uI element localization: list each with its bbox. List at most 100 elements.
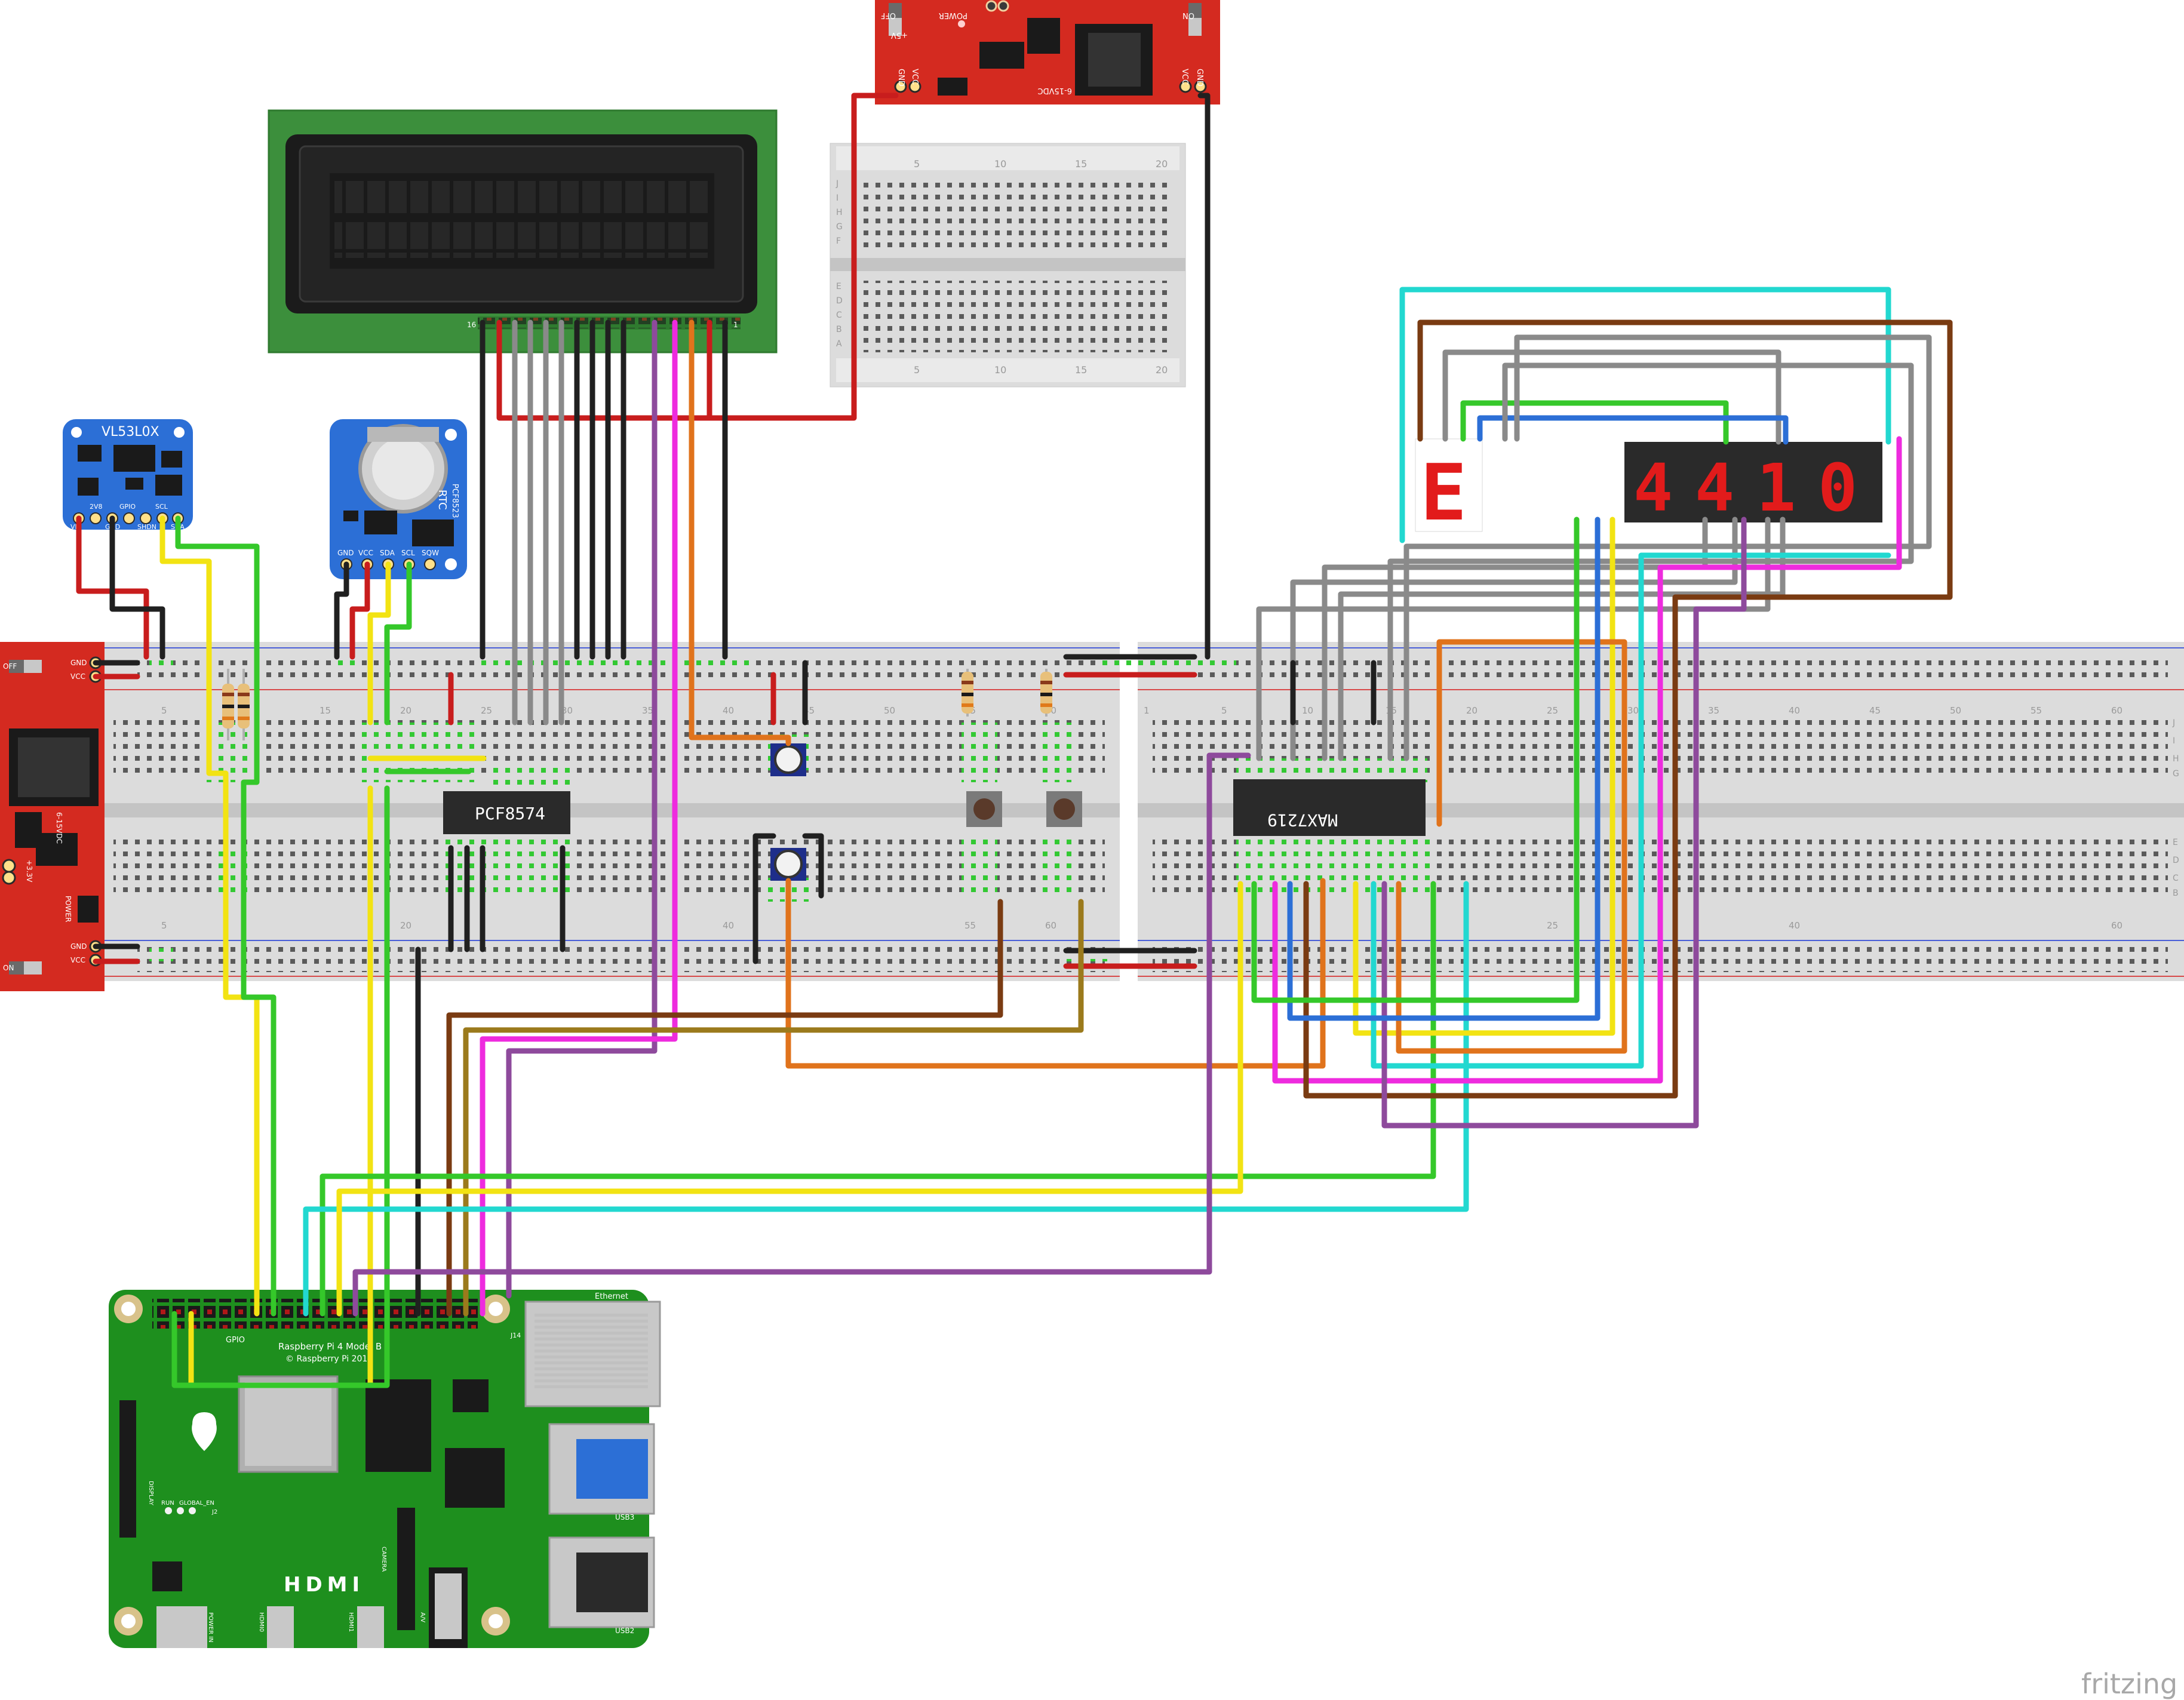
wire-yellow (367, 561, 391, 726)
main-bb-col-label: 5 (161, 920, 167, 931)
rpi-label: USB2 (615, 1627, 634, 1635)
main-bb-col-label: 55 (2031, 705, 2042, 716)
power-supply-top: +5V POWER 6-15VDC ON OFF GND VCC VCC GND (875, 0, 1220, 104)
power-supply-left: GND VCC 6-15VDC +3.3V POWER GND VCC OFF … (0, 642, 105, 991)
seven-segment-4digit: 4 4 1 0 (1624, 442, 1882, 526)
vl53l0x-sensor: VL53L0X VIN 2V8 GND GPIO SHDN SCL SDA (63, 419, 193, 531)
main-bb-col-label: 25 (1547, 705, 1558, 716)
seven-seg-digit: E (1420, 447, 1467, 538)
wire-red (349, 561, 370, 660)
push-button[interactable] (966, 791, 1002, 827)
small-bb-row-label: A (836, 339, 842, 349)
wires (76, 93, 1953, 1388)
seven-seg-digit: 1 (1756, 450, 1796, 526)
main-bb-col-label: 15 (320, 705, 331, 716)
psu-left-label: VCC (70, 672, 85, 681)
small-bb-row-label: B (836, 325, 842, 334)
resistor (238, 669, 250, 740)
wire-brown (1417, 319, 1953, 600)
wire-blue (1287, 517, 1601, 1021)
vl53-pin: GPIO (119, 503, 136, 511)
wire-blue (1477, 415, 1789, 445)
wire-cyan (1371, 552, 1891, 1069)
rpi-label: J2 (211, 1509, 217, 1515)
main-bb-col-label: 20 (400, 920, 411, 931)
rtc-pin: VCC (358, 549, 373, 557)
wire-brown (1303, 594, 1804, 1099)
main-bb-col-label: 50 (1950, 705, 1961, 716)
max7219-label: MAX7219 (1267, 810, 1338, 830)
main-bb-row-label: I (2173, 736, 2175, 746)
main-bb-col-label: 5 (161, 705, 167, 716)
main-bb-col-label: 40 (723, 920, 734, 931)
wire-purple (352, 752, 1251, 1317)
wire-black (109, 515, 165, 660)
wire-green (175, 515, 277, 1317)
small-bb-row-label: G (836, 222, 843, 232)
rpi-label: USB3 (615, 1513, 634, 1521)
rpi-label: HDMI (284, 1573, 364, 1597)
main-bb-col-label: 25 (481, 705, 492, 716)
potentiometer[interactable] (770, 848, 806, 881)
main-bb-col-label: 20 (400, 705, 411, 716)
resistor (222, 669, 234, 740)
main-bb-col-label: 35 (1708, 705, 1719, 716)
rpi-label: HDMI1 (348, 1612, 354, 1632)
wire-olive (463, 899, 1084, 1317)
wire-purple (1381, 517, 1747, 1129)
wire-magenta (1272, 436, 1902, 1084)
main-bb-col-label: 60 (2111, 705, 2122, 716)
small-bb-col-label: 5 (914, 364, 920, 376)
pcf8574-label: PCF8574 (475, 804, 545, 823)
rpi-copyright: © Raspberry Pi 2018 (285, 1354, 373, 1364)
main-bb-row-label: G (2173, 769, 2179, 779)
small-bb-row-label: I (836, 193, 838, 203)
main-bb-col-label: 45 (1869, 705, 1881, 716)
main-bb-col-label: 60 (2111, 920, 2122, 931)
psu-left-label: OFF (3, 662, 17, 671)
wire-green (1460, 400, 1729, 445)
main-bb-col-label: 35 (642, 705, 653, 716)
seven-seg-digit: 4 (1633, 450, 1673, 526)
psu-top-label: 6-15VDC (1038, 86, 1072, 95)
wire-black (802, 833, 824, 899)
small-bb-row-label: F (836, 236, 841, 246)
psu-top-label: ON (1182, 11, 1194, 20)
small-bb-col-label: 20 (1156, 364, 1168, 376)
lcd-pin-label: 16 (467, 321, 476, 329)
seven-segment-single: E (1415, 438, 1483, 538)
small-bb-row-label: C (836, 311, 842, 320)
lcd-pin-label: 1 (733, 321, 738, 329)
wire-gray (1256, 517, 1771, 761)
psu-top-label: POWER (939, 11, 967, 20)
psu-left-label: POWER (64, 896, 72, 922)
rtc-pin: SQW (422, 549, 439, 557)
vl53-pin: SCL (155, 503, 168, 511)
main-bb-row-label: C (2173, 874, 2179, 883)
main-bb-col-label: 25 (1547, 920, 1558, 931)
rpi-label: POWER IN (207, 1612, 214, 1643)
rpi-label: RUN (161, 1500, 174, 1507)
rpi-label: A/V (419, 1612, 426, 1622)
psu-top-label: GND (1195, 69, 1204, 87)
potentiometer[interactable] (770, 743, 806, 776)
wire-orange (1396, 639, 1627, 1054)
rpi-label: Ethernet (595, 1292, 628, 1301)
wire-green (320, 881, 1436, 1317)
main-bb-row-label: H (2173, 754, 2179, 764)
psu-top-label: GND (896, 69, 905, 87)
wire-orange (689, 319, 791, 746)
rpi-label: GLOBAL_EN (179, 1500, 214, 1507)
pcf8574-chip: PCF8574 (443, 791, 570, 834)
psu-top-label: OFF (881, 11, 896, 20)
main-bb-col-label: 55 (964, 920, 976, 931)
wire-black (334, 561, 349, 660)
wire-black (1197, 93, 1211, 660)
psu-left-label: ON (3, 964, 14, 972)
psu-top-label: VCC (910, 69, 919, 85)
vl53-title: VL53L0X (102, 425, 159, 439)
push-button[interactable] (1046, 791, 1082, 827)
main-bb-col-label: 40 (1789, 705, 1800, 716)
wire-purple (506, 319, 658, 1299)
vl53-pin: 2V8 (90, 503, 103, 511)
